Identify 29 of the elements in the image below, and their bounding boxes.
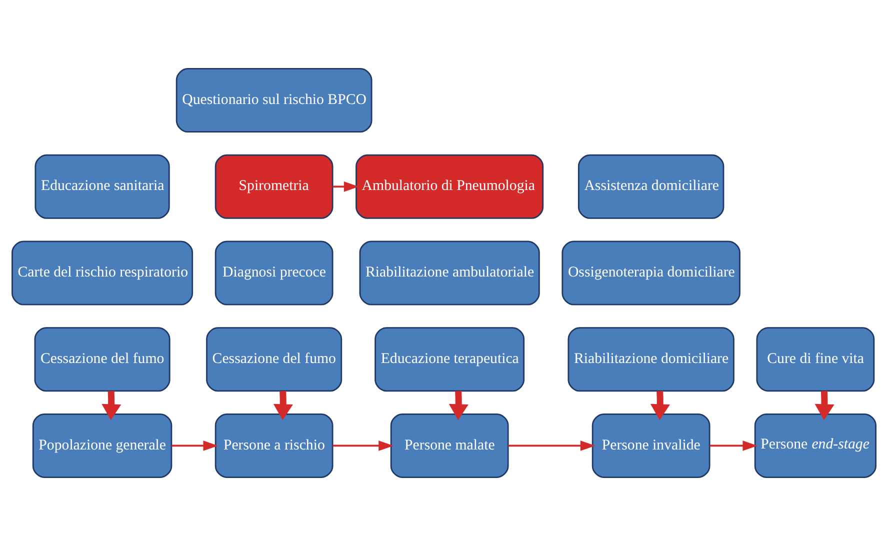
node-box: Riabilitazione ambulatoriale (359, 240, 540, 305)
node-box: Assistenza domiciliare (578, 154, 724, 218)
node-box: Persone malate (390, 412, 509, 478)
arrow (273, 390, 293, 420)
node-box: Questionario sul rischio BPCO (176, 68, 372, 132)
arrow (508, 440, 596, 450)
node-box: Persone a rischio (214, 412, 334, 478)
arrow (172, 440, 218, 450)
arrow (814, 390, 834, 420)
node-box: Popolazione generale (32, 412, 172, 478)
node-box: Diagnosi precoce (214, 240, 334, 305)
arrow (448, 390, 468, 420)
arrow (650, 390, 670, 420)
node-box: Ossigenoterapia domiciliare (562, 240, 740, 305)
node-box: Educazione sanitaria (34, 154, 170, 218)
node-box: Cessazione del fumo (34, 326, 170, 392)
node-box: Carte del rischio respiratorio (12, 240, 194, 305)
node-box: Persone invalide (592, 412, 710, 478)
node-box: Cure di fine vita (756, 326, 875, 392)
node-box: Cessazione del fumo (206, 326, 342, 392)
arrow (332, 180, 359, 192)
arrow (332, 440, 394, 450)
node-box: Riabilitazione domiciliare (568, 326, 734, 392)
arrow (102, 390, 122, 420)
arrow (710, 440, 758, 450)
node-box: Educazione terapeutica (374, 326, 525, 392)
node-box: Spirometria (214, 154, 334, 218)
node-box: Ambulatorio di Pneumologia (356, 154, 544, 218)
node-box: Persone end-stage (754, 412, 876, 478)
